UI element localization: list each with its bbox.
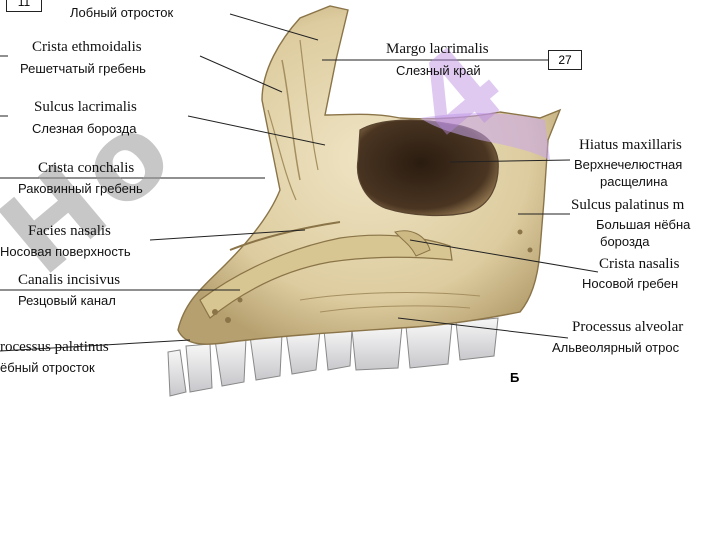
label-hiatus-rus2: расщелина (600, 174, 668, 189)
box-number-top: 11 (6, 0, 42, 12)
label-margo-rus: Слезный край (396, 63, 481, 78)
label-alveolar-lat: Processus alveolar (572, 319, 684, 335)
label-frontal-rus: Лобный отросток (70, 5, 174, 20)
box-number-right: 27 (548, 50, 582, 70)
label-alveolar-rus: Альвеолярный отрос (552, 340, 680, 355)
label-sulcus-pal-rus: Большая нёбна (596, 217, 691, 232)
label-facies-lat: Facies nasalis (28, 223, 111, 239)
label-sulcus-pal-rus2: борозда (600, 234, 650, 249)
label-palatinus-rus: ёбный отросток (0, 360, 95, 375)
label-conchalis-rus: Раковинный гребень (18, 181, 143, 196)
label-nasalis-rus: Носовой гребен (582, 276, 679, 291)
label-conchalis-lat: Crista conchalis (38, 160, 135, 176)
label-sulcus-lacr-lat: Sulcus lacrimalis (34, 99, 137, 115)
label-sulcus-pal-lat: Sulcus palatinus m (571, 197, 685, 213)
figure-letter: Б (510, 370, 520, 385)
label-sulcus-lacr-rus: Слезная борозда (32, 121, 137, 136)
label-nasalis-lat: Crista nasalis (599, 256, 680, 272)
label-ethmoid-rus: Решетчатый гребень (20, 61, 146, 76)
leader-lines (0, 13, 599, 352)
label-ethmoid-lat: Crista ethmoidalis (32, 39, 142, 55)
label-palatinus-lat: rocessus palatinus (0, 339, 109, 355)
palatine-plate (199, 234, 453, 319)
label-incisivus-lat: Canalis incisivus (18, 272, 121, 288)
label-hiatus-lat: Hiatus maxillaris (579, 137, 682, 153)
label-incisivus-rus: Резцовый канал (18, 293, 116, 308)
label-hiatus-rus: Верхнечелюстная (574, 157, 683, 172)
label-facies-rus: Носовая поверхность (0, 244, 131, 259)
label-margo-lat: Margo lacrimalis (386, 41, 489, 57)
